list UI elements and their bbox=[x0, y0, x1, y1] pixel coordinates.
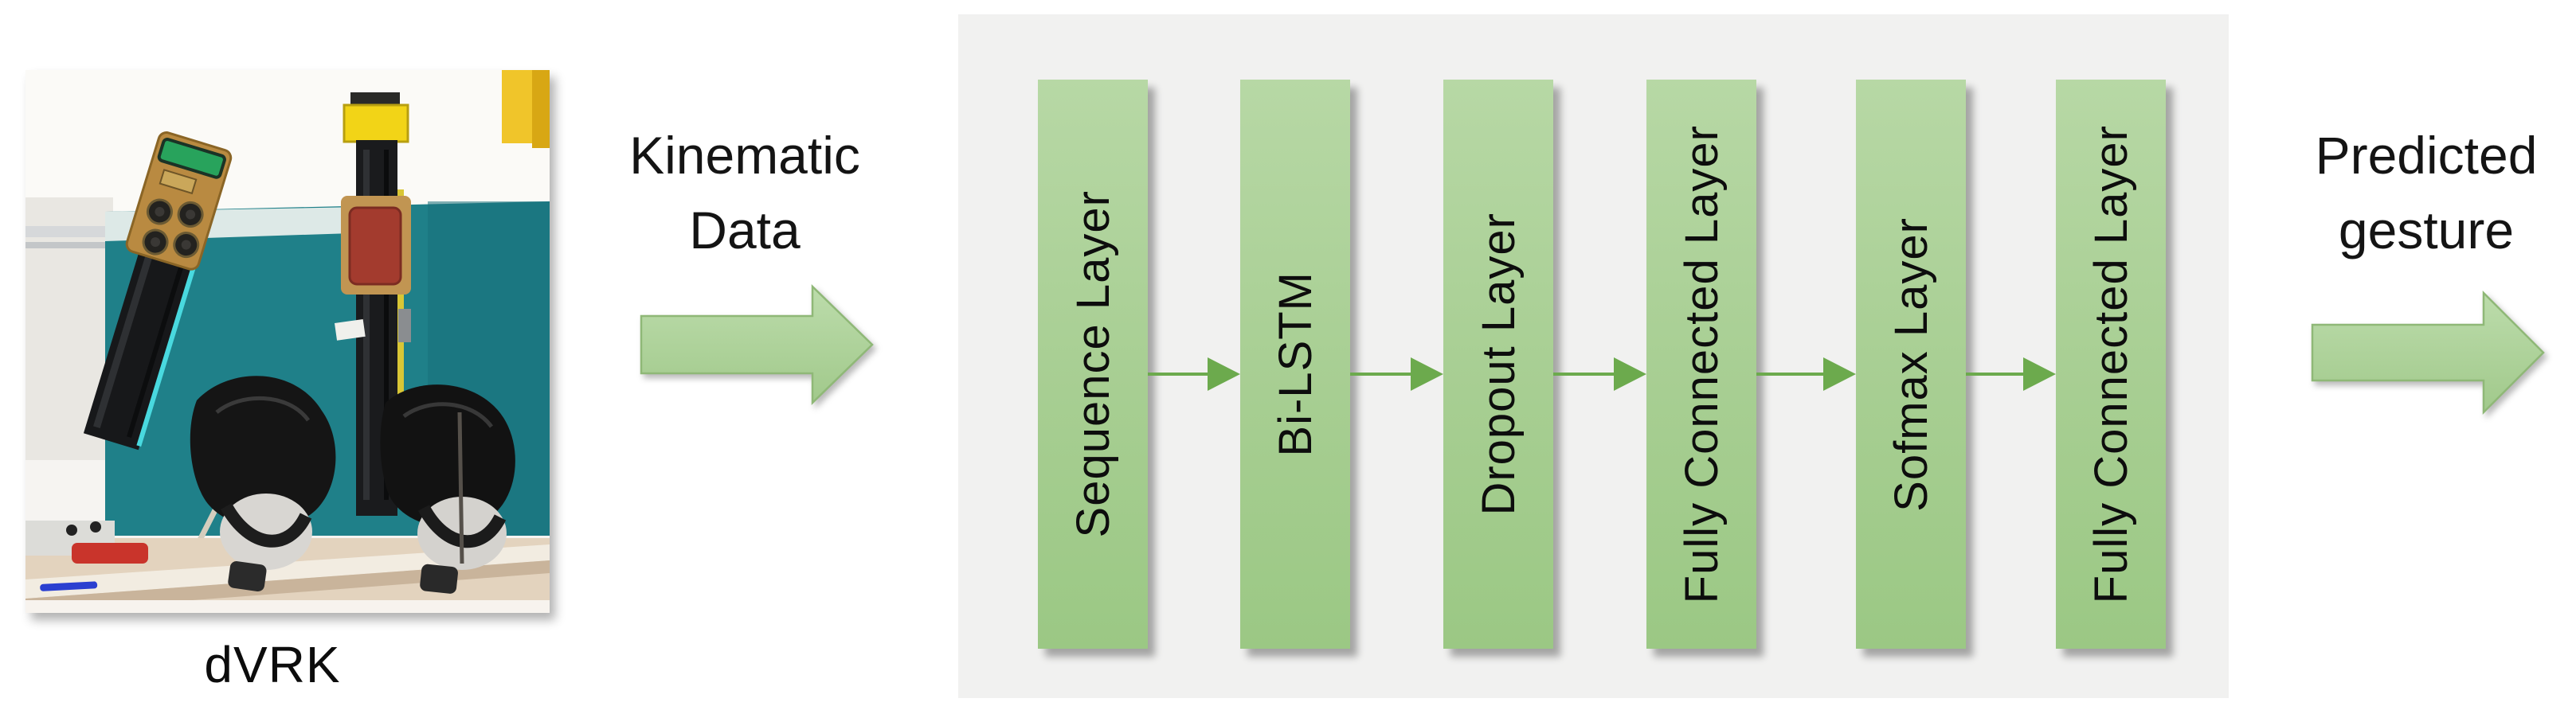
predicted-gesture-label-line1: Predicted bbox=[2315, 126, 2538, 185]
layer-box-fully-connected-2: Fully Connected Layer bbox=[2056, 80, 2166, 649]
network-panel: Sequence Layer Bi-LSTM Dropout Layer Ful… bbox=[958, 14, 2229, 698]
predicted-gesture-label: Predicted gesture bbox=[2285, 118, 2567, 267]
dvrk-photo bbox=[25, 70, 550, 613]
layer-box-bilstm: Bi-LSTM bbox=[1240, 80, 1350, 649]
kinematic-data-label-line1: Kinematic bbox=[629, 126, 860, 185]
layer-label: Sequence Layer bbox=[1067, 190, 1119, 538]
layer-label: Fully Connected Layer bbox=[1675, 124, 1728, 604]
kinematic-data-label-line2: Data bbox=[689, 201, 801, 259]
dvrk-photo-art bbox=[25, 70, 550, 613]
layer-box-dropout: Dropout Layer bbox=[1443, 80, 1553, 649]
layer-label: Bi-LSTM bbox=[1269, 271, 1321, 457]
photo-caption: dVRK bbox=[204, 636, 341, 693]
layer-box-sequence: Sequence Layer bbox=[1038, 80, 1148, 649]
output-flow-arrow-icon bbox=[2311, 290, 2545, 416]
layer-box-softmax: Sofmax Layer bbox=[1856, 80, 1966, 649]
layer-box-fully-connected-1: Fully Connected Layer bbox=[1646, 80, 1756, 649]
kinematic-flow-arrow-icon bbox=[640, 284, 874, 405]
layer-label: Dropout Layer bbox=[1472, 213, 1525, 516]
layer-label: Fully Connected Layer bbox=[2085, 124, 2137, 604]
predicted-gesture-label-line2: gesture bbox=[2338, 201, 2515, 259]
kinematic-data-label: Kinematic Data bbox=[604, 118, 886, 267]
layer-label: Sofmax Layer bbox=[1885, 217, 1937, 512]
